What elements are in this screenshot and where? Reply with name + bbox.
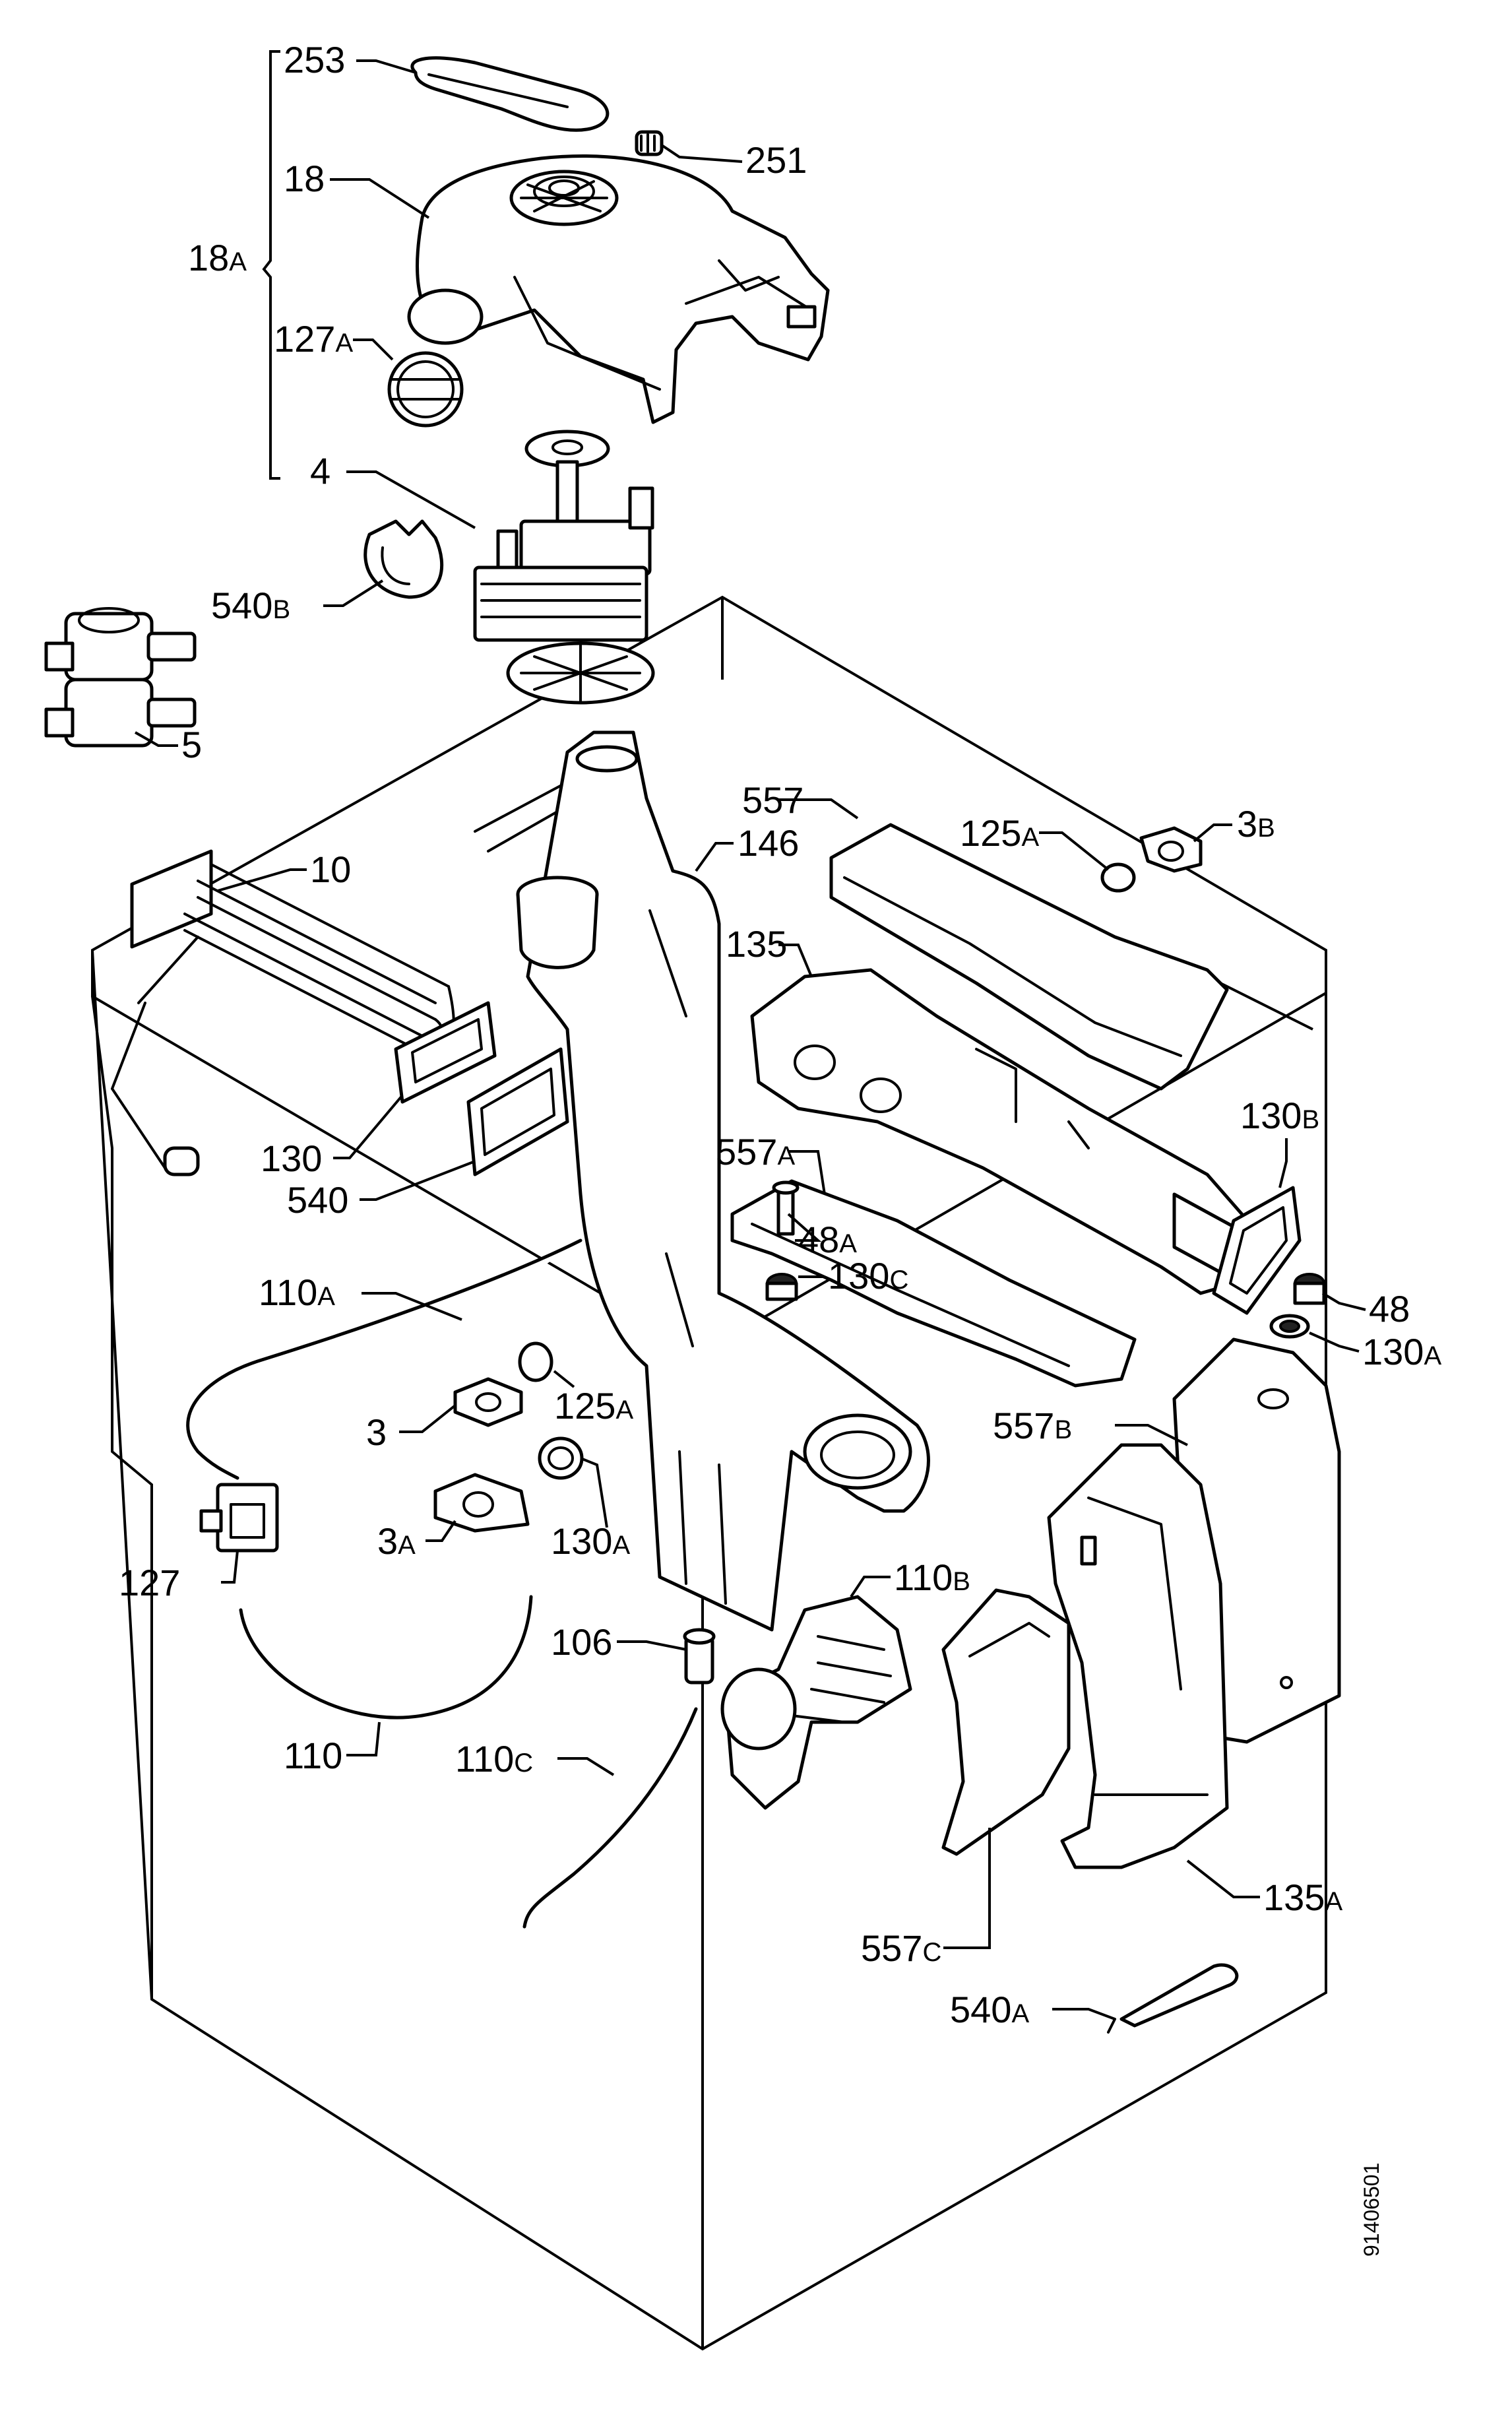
- label-110B: 110B: [894, 1557, 970, 1598]
- cap-48: [1293, 1273, 1326, 1305]
- label-135: 135: [726, 923, 787, 965]
- label-110: 110: [284, 1735, 342, 1776]
- water-valve-5: [44, 607, 197, 748]
- clip-540B: [363, 519, 444, 599]
- drive-belt-253: [410, 56, 610, 132]
- label-5: 5: [181, 724, 202, 765]
- drawing-code: 91406501: [1360, 2163, 1383, 2257]
- label-557B: 557B: [993, 1405, 1072, 1446]
- motor-4: [473, 430, 655, 705]
- clip-540A: [1107, 1963, 1239, 2034]
- label-127A: 127A: [274, 318, 353, 360]
- cover-557A: [730, 1179, 1137, 1388]
- nozzle-106: [683, 1628, 716, 1685]
- label-125A-center: 125A: [554, 1385, 633, 1427]
- label-540: 540: [287, 1179, 348, 1221]
- label-106: 106: [551, 1621, 612, 1663]
- label-48: 48: [1369, 1288, 1410, 1330]
- screw-48A: [772, 1180, 800, 1236]
- label-557A: 557A: [716, 1131, 795, 1173]
- label-130C: 130C: [828, 1255, 908, 1297]
- hose-110A: [186, 1238, 583, 1480]
- heater-housing-135A: [1047, 1443, 1229, 1869]
- label-18A: 18A: [188, 237, 247, 278]
- label-540B: 540B: [211, 585, 290, 626]
- label-253: 253: [284, 39, 345, 80]
- label-251: 251: [745, 139, 807, 181]
- grommet-130C: [765, 1273, 798, 1301]
- label-135A: 135A: [1263, 1877, 1342, 1918]
- label-557: 557: [742, 779, 803, 821]
- thermostat-3A: [433, 1473, 530, 1533]
- label-130: 130: [261, 1138, 322, 1179]
- label-18: 18: [284, 158, 325, 199]
- gasket-130B: [1212, 1186, 1302, 1315]
- pressure-switch-127: [199, 1483, 279, 1553]
- cover-557: [829, 823, 1229, 1091]
- label-110C: 110C: [455, 1738, 533, 1780]
- label-146: 146: [738, 822, 799, 864]
- leader-lines: [135, 59, 1366, 2020]
- label-48A: 48A: [798, 1219, 857, 1260]
- grommet-130A-center: [538, 1436, 584, 1480]
- label-130B: 130B: [1240, 1095, 1319, 1136]
- air-duct-146: [516, 730, 930, 1632]
- label-3A: 3A: [377, 1520, 416, 1562]
- cover-557C: [941, 1588, 1071, 1856]
- o-ring-125A-top: [1100, 862, 1136, 893]
- heater-element-10: [111, 777, 582, 1176]
- clamp-ring-127A: [387, 351, 464, 428]
- label-557C: 557C: [861, 1927, 941, 1969]
- grommet-130A-right: [1269, 1314, 1310, 1339]
- thermostat-3: [453, 1377, 523, 1427]
- label-540A: 540A: [950, 1989, 1029, 2030]
- callout-labels: 253 251 18 18A 127A 4 540B 5 557 125A 3B…: [119, 39, 1441, 2030]
- label-127: 127: [119, 1562, 180, 1603]
- clip-540: [466, 1047, 569, 1176]
- label-3: 3: [366, 1411, 387, 1453]
- label-3B: 3B: [1237, 803, 1275, 845]
- o-ring-125A-center: [518, 1341, 553, 1382]
- label-4: 4: [310, 450, 331, 492]
- label-110A: 110A: [259, 1271, 335, 1313]
- fan-housing-18: [407, 154, 830, 424]
- bracket-18A: [262, 50, 280, 480]
- gasket-130: [394, 1001, 497, 1104]
- label-130A-right: 130A: [1362, 1331, 1441, 1372]
- label-10: 10: [310, 849, 351, 890]
- label-130A-center: 130A: [551, 1520, 630, 1562]
- grommet-251: [635, 130, 664, 156]
- hose-110C: [522, 1707, 698, 1929]
- thermostat-3B: [1139, 826, 1203, 873]
- bellows-hose-110B: [720, 1595, 912, 1810]
- hose-110: [239, 1595, 533, 1720]
- label-125A-top: 125A: [960, 812, 1039, 854]
